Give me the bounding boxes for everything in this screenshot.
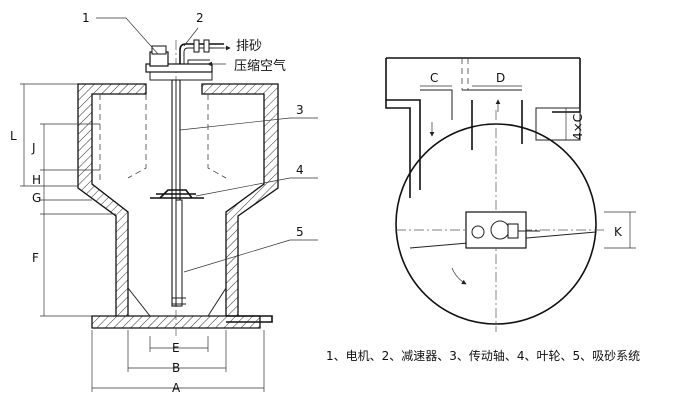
sand-hopper <box>127 287 227 317</box>
inner-cylinder-right <box>207 94 227 179</box>
dim-E: E <box>172 341 180 355</box>
horizontal-dimensions <box>91 330 265 392</box>
sand-suction-pipe <box>175 199 183 307</box>
chamber-wall-left <box>77 83 147 319</box>
callout-3: 3 <box>296 103 304 117</box>
callout-1: 1 <box>82 11 90 25</box>
compressed-air-pipe <box>187 59 210 64</box>
impeller <box>150 189 204 199</box>
callout-2: 2 <box>196 11 204 25</box>
dim-L: L <box>10 129 17 143</box>
inner-cylinder-left-2 <box>127 94 147 179</box>
component-legend: 1、电机、2、减速器、3、传动轴、4、叶轮、5、吸砂系统 <box>326 348 640 363</box>
dim-B: B <box>172 361 180 375</box>
plan-view: C D 4×C K <box>385 57 636 332</box>
callout-5: 5 <box>296 225 304 239</box>
dim-C: C <box>430 71 438 85</box>
vertical-dimensions <box>20 83 116 317</box>
callout-4: 4 <box>296 163 304 177</box>
callout-leader-4 <box>195 177 291 197</box>
callout-leader-5 <box>183 239 291 273</box>
dim-D: D <box>496 71 505 85</box>
label-compressed-air: 压缩空气 <box>234 58 286 74</box>
dim-K: K <box>614 225 623 239</box>
inlet-channel <box>385 57 581 198</box>
callout-leader-1 <box>96 17 159 55</box>
drive-platform <box>145 63 213 73</box>
label-sand-discharge: 排砂 <box>236 39 262 54</box>
callout-leader-2 <box>183 27 199 47</box>
dim-H: H <box>32 173 41 187</box>
section-view: 1 2 3 4 5 排砂 压缩空气 L J H G F <box>10 11 318 395</box>
dim-G: G <box>32 191 41 205</box>
chamber-wall-right <box>201 83 279 319</box>
dim-F: F <box>32 251 39 265</box>
callout-leader-3 <box>179 117 291 131</box>
dim-J: J <box>31 141 36 155</box>
outlet-pipe <box>226 315 273 323</box>
dim-A: A <box>172 381 181 395</box>
dim-4xC: 4×C <box>571 114 585 140</box>
sand-discharge-pipe <box>179 43 224 64</box>
